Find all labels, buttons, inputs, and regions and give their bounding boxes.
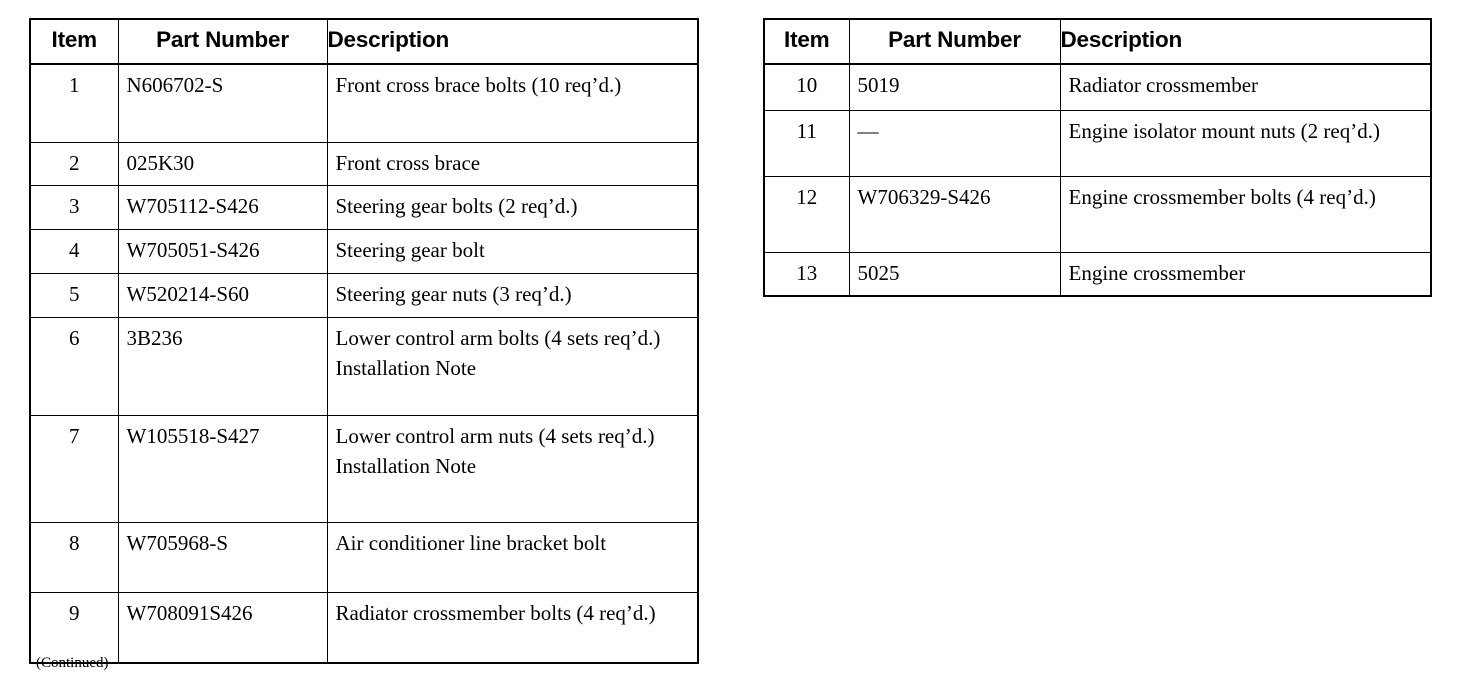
table-header-right: Item Part Number Description bbox=[763, 18, 1432, 65]
cell-description: Air conditioner line bracket bolt bbox=[326, 521, 699, 593]
cell-description: Lower control arm bolts (4 sets req’d.) I… bbox=[326, 316, 699, 416]
description-line: Radiator crossmember bbox=[1068, 73, 1259, 97]
cell-item-number: 5 bbox=[29, 272, 119, 318]
cell-part-number: W520214-S60 bbox=[117, 272, 328, 318]
cell-description: Front cross brace bbox=[326, 141, 699, 187]
cell-part-number: W706329-S426 bbox=[848, 175, 1061, 253]
cell-description: Engine isolator mount nuts (2 req’d.) bbox=[1059, 109, 1432, 177]
cell-part-number: N606702-S bbox=[117, 63, 328, 143]
cell-item-number: 6 bbox=[29, 316, 119, 416]
cell-description: Steering gear bolt bbox=[326, 229, 699, 274]
column-header-item: Item bbox=[763, 18, 850, 65]
description-line: Steering gear nuts (3 req’d.) bbox=[335, 281, 572, 306]
cell-part-number: 025K30 bbox=[117, 141, 328, 187]
column-header-description: Description bbox=[326, 18, 699, 65]
cell-part-number: — bbox=[848, 109, 1061, 177]
cell-description: Radiator crossmember bbox=[1059, 63, 1432, 111]
cell-item-number: 3 bbox=[29, 185, 119, 231]
cell-part-number: W708091S426 bbox=[117, 591, 328, 664]
header-row: Item Part Number Description bbox=[763, 18, 1432, 65]
cell-description: Front cross brace bolts (10 req’d.) bbox=[326, 63, 699, 143]
cell-item-number: 13 bbox=[763, 251, 850, 297]
column-header-description: Description bbox=[1059, 18, 1432, 65]
description-line: Lower control arm bolts (4 sets req’d.) bbox=[335, 325, 661, 350]
description-line: Steering gear bolt bbox=[335, 238, 485, 263]
cell-item-number: 4 bbox=[29, 229, 119, 274]
cell-description: Engine crossmember bbox=[1059, 251, 1432, 297]
description-line: Installation Note bbox=[335, 453, 477, 478]
header-row: Item Part Number Description bbox=[29, 18, 699, 65]
cell-part-number: 5025 bbox=[848, 251, 1061, 297]
description-line: Engine isolator mount nuts (2 req’d.) bbox=[1068, 118, 1380, 143]
description-line: Front cross brace bbox=[335, 150, 481, 175]
cell-description: Engine crossmember bolts (4 req’d.) bbox=[1059, 175, 1432, 253]
cell-item-number: 11 bbox=[763, 109, 850, 177]
cell-item-number: 7 bbox=[29, 414, 119, 523]
cell-description: Steering gear nuts (3 req’d.) bbox=[326, 272, 699, 318]
description-line: Front cross brace bolts (10 req’d.) bbox=[335, 73, 622, 97]
cell-item-number: 2 bbox=[29, 141, 119, 187]
table-row: 11— Engine isolator mount nuts (2 req’d.) bbox=[763, 109, 1432, 177]
cell-part-number: W705968-S bbox=[117, 521, 328, 593]
cell-item-number: 1 bbox=[29, 63, 119, 143]
description-line: Engine crossmember bbox=[1068, 260, 1246, 285]
description-line: Engine crossmember bolts (4 req’d.) bbox=[1068, 184, 1376, 209]
cell-item-number: 12 bbox=[763, 175, 850, 253]
description-line: Lower control arm nuts (4 sets req’d.) bbox=[335, 423, 655, 448]
table-header-left: Item Part Number Description bbox=[29, 18, 699, 65]
cell-part-number: 3B236 bbox=[117, 316, 328, 416]
cell-item-number: 8 bbox=[29, 521, 119, 593]
description-line: Air conditioner line bracket bolt bbox=[335, 530, 607, 555]
continued-note: (Continued) bbox=[36, 655, 109, 671]
cell-item-number: 9 bbox=[29, 591, 119, 664]
column-header-part-number: Part Number bbox=[848, 18, 1061, 65]
description-line: Steering gear bolts (2 req’d.) bbox=[335, 194, 578, 219]
column-header-item: Item bbox=[29, 18, 119, 65]
cell-part-number: W705112-S426 bbox=[117, 185, 328, 231]
description-line: Installation Note bbox=[335, 355, 477, 380]
cell-part-number: W105518-S427 bbox=[117, 414, 328, 523]
cell-part-number: 5019 bbox=[848, 63, 1061, 111]
column-header-part-number: Part Number bbox=[117, 18, 328, 65]
description-line: Radiator crossmember bolts (4 req’d.) bbox=[335, 600, 656, 625]
cell-description: Steering gear bolts (2 req’d.) bbox=[326, 185, 699, 231]
cell-description: Lower control arm nuts (4 sets req’d.) In… bbox=[326, 414, 699, 523]
cell-description: Radiator crossmember bolts (4 req’d.) bbox=[326, 591, 699, 664]
cell-part-number: W705051-S426 bbox=[117, 229, 328, 274]
cell-item-number: 10 bbox=[763, 63, 850, 111]
